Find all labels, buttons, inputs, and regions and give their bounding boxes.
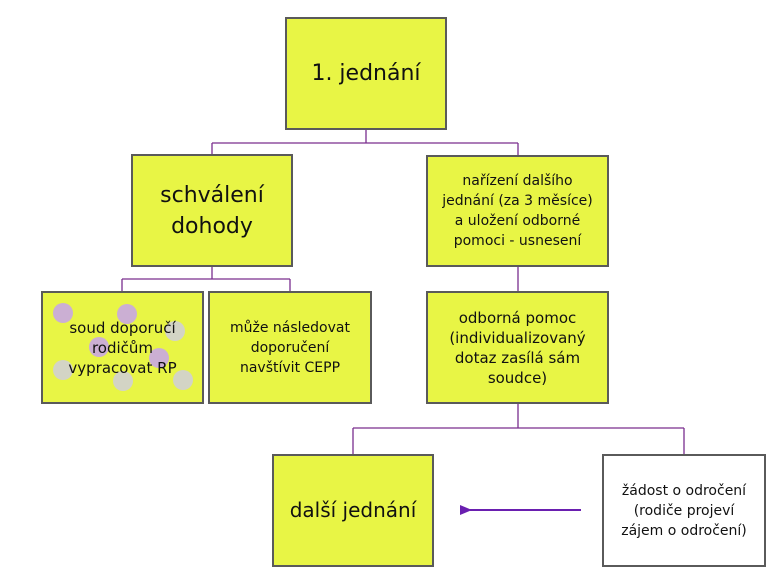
node-next-hearing: další jednání [272,454,434,567]
node-expert-help: odborná pomoc (individualizovaný dotaz z… [426,291,609,404]
node-first-hearing: 1. jednání [285,17,447,130]
decorative-dot [173,370,193,390]
node-court-recommends: soud doporučí rodičům vypracovat RP [41,291,204,404]
decorative-dot [113,371,133,391]
node-postponement: žádost o odročení (rodiče projeví zájem … [602,454,766,567]
node-court-recommends-label: soud doporučí rodičům vypracovat RP [68,318,177,377]
node-may-visit-label: může následovat doporučení navštívit CEP… [230,319,350,376]
decorative-dot [149,348,169,368]
decorative-dot [117,304,137,324]
decorative-dot [53,360,73,380]
node-expert-help-label: odborná pomoc (individualizovaný dotaz z… [449,308,586,387]
node-order: nařízení dalšího jednání (za 3 měsíce) a… [426,155,609,267]
decorative-dot [53,303,73,323]
node-first-hearing-label: 1. jednání [311,61,421,86]
decorative-dot [165,321,185,341]
node-order-label: nařízení dalšího jednání (za 3 měsíce) a… [442,173,593,249]
node-approval: schválení dohody [131,154,293,267]
decorative-dot [89,337,109,357]
node-next-hearing-label: další jednání [289,498,417,522]
node-approval-label: schválení dohody [160,182,264,239]
node-may-visit: může následovat doporučení navštívit CEP… [208,291,372,404]
node-postponement-label: žádost o odročení (rodiče projeví zájem … [621,482,747,539]
